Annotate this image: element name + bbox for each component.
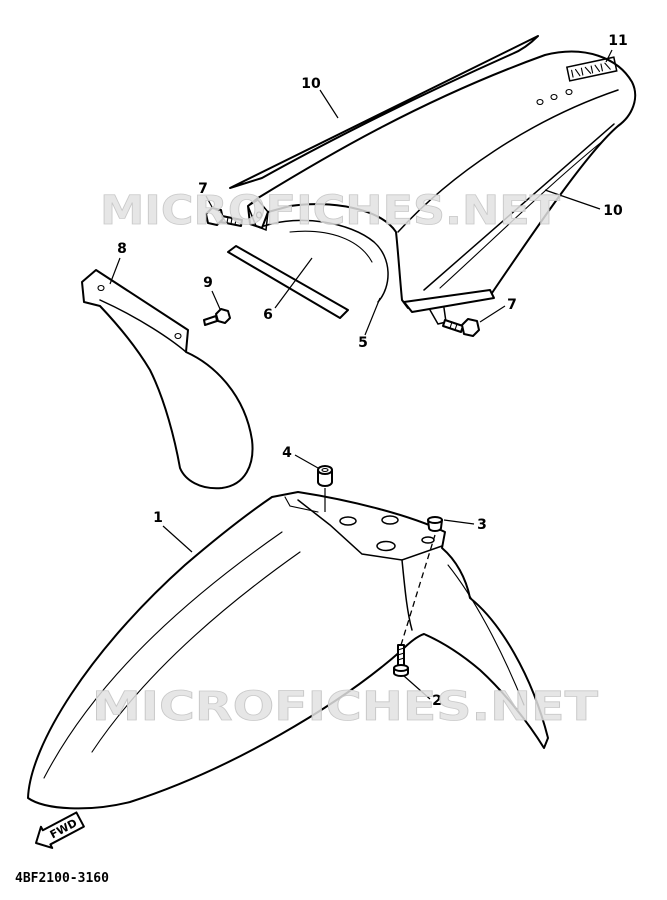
rear-fender-tab — [429, 307, 447, 325]
rear-fender-hole-1 — [536, 98, 544, 106]
leader-6 — [274, 257, 313, 309]
bolt-2-install-line — [400, 534, 436, 646]
rear-fender-top-stripe — [229, 35, 539, 189]
callout-8: 8 — [117, 241, 127, 257]
rear-fender-hole-2 — [550, 93, 558, 101]
callout-10-top: 10 — [301, 76, 321, 92]
front-fender — [27, 491, 549, 810]
rear-fender-ridge-line — [397, 89, 619, 233]
callout-9: 9 — [203, 275, 213, 291]
callout-7-left: 7 — [198, 181, 208, 197]
callout-5: 5 — [358, 335, 368, 351]
callouts: 11 10 7 10 8 9 6 5 7 4 1 3 2 — [117, 33, 628, 709]
front-fender-body — [27, 491, 549, 810]
callout-11: 11 — [608, 33, 627, 49]
leader-5 — [364, 297, 381, 336]
front-fender-hole-3 — [376, 540, 396, 552]
rear-fender-bracket-hole — [255, 211, 263, 219]
front-fender-side-edge — [401, 559, 413, 631]
front-fender-rear-crease — [447, 564, 525, 706]
leader-lines — [109, 49, 613, 700]
callout-7-right: 7 — [507, 297, 517, 313]
front-fender-hole-1 — [339, 516, 357, 526]
front-fender-mount-edge — [297, 499, 443, 561]
leader-3 — [443, 519, 475, 525]
front-fender-mount-step — [284, 496, 319, 513]
rear-fender-side-stripe-upper — [423, 123, 615, 291]
callout-2: 2 — [432, 693, 442, 709]
leader-10-right — [544, 189, 601, 210]
front-fender-hole-2 — [381, 515, 399, 525]
rear-fender — [247, 50, 637, 325]
rear-fender-inner-panel — [263, 219, 389, 303]
seal-strip — [227, 245, 349, 319]
leader-1 — [162, 525, 193, 553]
callout-4: 4 — [282, 445, 292, 461]
rear-fender-inner-panel-edge — [289, 230, 373, 263]
leader-11 — [605, 49, 613, 63]
rear-fender-body — [247, 50, 637, 309]
rear-fender-hole-3 — [565, 88, 573, 96]
rear-fender-bottom-strip — [403, 289, 495, 313]
rear-fender-decal — [565, 56, 618, 82]
leader-7-left — [205, 195, 213, 208]
leader-9 — [211, 290, 221, 310]
bolt-2 — [393, 644, 409, 677]
nut-3 — [427, 516, 443, 532]
callout-10-right: 10 — [603, 203, 623, 219]
leader-8 — [109, 257, 121, 285]
leader-7-right — [479, 305, 506, 323]
front-fender-crease-2 — [91, 551, 301, 753]
bolt-9 — [203, 308, 231, 326]
bolt-left-7 — [205, 207, 243, 227]
leader-4 — [294, 454, 319, 469]
rear-fender-front-bracket — [247, 199, 269, 232]
watermark-top: MICROFICHES.NET — [100, 188, 561, 234]
grommet-4 — [317, 465, 333, 487]
leader-2 — [403, 675, 431, 700]
bolt-right-7 — [442, 318, 480, 337]
callout-1: 1 — [153, 510, 163, 526]
callout-6: 6 — [263, 307, 273, 323]
front-fender-crease-1 — [43, 531, 283, 779]
forward-arrow-icon — [35, 811, 85, 849]
mud-flap — [81, 269, 254, 490]
figure-code: 4BF2100-3160 — [15, 871, 109, 886]
rear-fender-side-stripe-lower — [439, 139, 605, 289]
leader-10-top — [319, 89, 339, 119]
forward-arrow: FWD — [35, 811, 85, 849]
watermark-bottom: MICROFICHES.NET — [92, 684, 599, 730]
callout-3: 3 — [477, 517, 487, 533]
